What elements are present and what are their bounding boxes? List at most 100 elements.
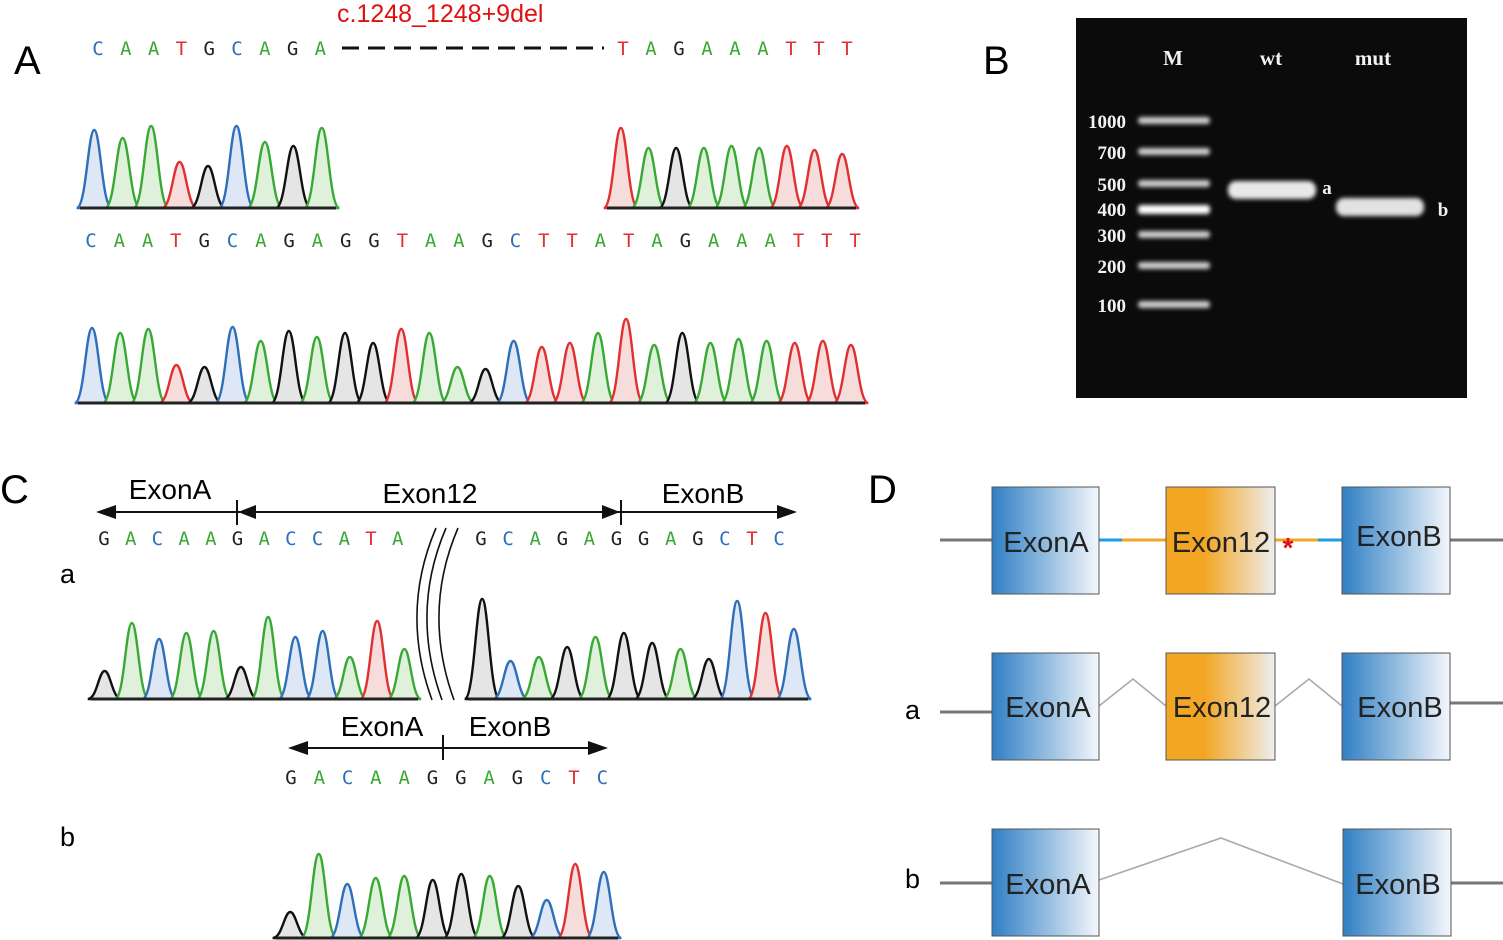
exon-a-box — [991, 486, 1100, 595]
band-wt — [1228, 181, 1316, 199]
chromatogram-peak — [158, 363, 195, 405]
chromatogram-peak — [305, 629, 341, 701]
chromatogram-peak — [73, 326, 111, 405]
base-letter: C — [227, 230, 238, 252]
base-letter: G — [611, 528, 622, 550]
base-letter: A — [595, 230, 607, 252]
base-letter: G — [98, 528, 109, 550]
panel-label-b: B — [983, 39, 1010, 83]
chromatogram-peak — [718, 599, 756, 701]
base-letter: T — [841, 38, 852, 60]
chromatogram-peak — [492, 659, 529, 701]
chromatogram-peak — [523, 345, 560, 405]
base-letter: A — [125, 528, 137, 550]
chromatogram-peak — [87, 669, 122, 701]
chromatogram-peak — [332, 655, 368, 701]
mutation-asterisk: * — [1283, 532, 1294, 563]
chromatogram-peak — [186, 365, 223, 405]
base-letter: A — [314, 767, 326, 789]
chromatogram-peak — [246, 140, 284, 210]
chromatogram-peak — [141, 637, 177, 701]
exon-b-label-bottom: ExonB — [469, 711, 552, 742]
ladder-size-label: 200 — [1098, 257, 1127, 278]
base-letter: G — [368, 230, 379, 252]
chromatogram-peak — [382, 327, 420, 405]
base-letter: G — [512, 767, 523, 789]
base-letter: A — [453, 230, 465, 252]
exon-a-box-b — [991, 828, 1100, 937]
base-letter: A — [708, 230, 720, 252]
base-letter: A — [736, 230, 748, 252]
base-letter: G — [285, 767, 296, 789]
chromatogram-peak — [467, 367, 504, 405]
base-letter: T — [566, 230, 577, 252]
base-letter: G — [680, 230, 691, 252]
chromatogram-peak — [690, 657, 727, 701]
base-letter: T — [813, 38, 824, 60]
chromatogram-peak — [129, 327, 167, 405]
base-letter: G — [283, 230, 294, 252]
base-letter: C — [285, 528, 296, 550]
chromatogram-peak — [275, 144, 312, 210]
chromatogram-peak — [579, 331, 617, 405]
base-letter: A — [205, 528, 217, 550]
ladder-band — [1138, 117, 1210, 124]
base-letter: A — [529, 528, 541, 550]
base-letter: C — [342, 767, 353, 789]
chromatogram-peak — [302, 126, 341, 210]
chromatogram-peak — [298, 335, 335, 405]
base-letter: C — [540, 767, 551, 789]
base-letter: T — [538, 230, 549, 252]
base-letter: G — [481, 230, 492, 252]
base-letter: C — [312, 528, 323, 550]
chromatogram-peak — [355, 341, 392, 405]
base-letter: T — [849, 230, 860, 252]
panel-label-d: D — [868, 468, 897, 512]
exon-12-label-top: Exon12 — [383, 478, 478, 509]
chromatogram-peak — [528, 898, 565, 940]
base-letter: G — [427, 767, 438, 789]
chromatogram-peak — [720, 337, 757, 405]
exon-b-box — [1341, 486, 1451, 595]
band-label-a: a — [1322, 178, 1332, 199]
chromatogram-peak — [607, 317, 645, 405]
base-letter: T — [821, 230, 832, 252]
chromatogram-peak — [796, 148, 833, 210]
base-letter: G — [287, 38, 298, 60]
chromatogram-peak — [299, 852, 338, 940]
band-mut — [1336, 198, 1424, 216]
chromatogram-peak — [357, 876, 395, 940]
chromatogram-peak — [168, 631, 204, 701]
base-letter: A — [398, 767, 410, 789]
chromatogram-peak — [658, 146, 694, 210]
exon-b-label: ExonB — [1356, 521, 1441, 553]
base-letter: A — [651, 230, 663, 252]
chromatogram-peak — [776, 341, 813, 405]
chromatogram-peak — [223, 665, 259, 701]
chromatogram-peak — [189, 164, 227, 210]
base-letter: C — [231, 38, 242, 60]
base-letter: A — [665, 528, 677, 550]
base-letter: G — [692, 528, 703, 550]
chromatogram-peak — [556, 862, 595, 940]
ladder-band — [1138, 262, 1210, 269]
base-letter: T — [176, 38, 187, 60]
exon-b-box-a — [1341, 652, 1451, 761]
base-letter: G — [557, 528, 568, 550]
panel-label-c: C — [0, 468, 29, 512]
base-letter: G — [638, 528, 649, 550]
chromatogram-peak — [585, 870, 623, 940]
row-label-b-d: b — [905, 864, 920, 894]
base-letter: A — [584, 528, 596, 550]
base-letter: A — [764, 230, 776, 252]
chromatogram-peak — [549, 645, 586, 701]
chromatogram-peak — [250, 615, 287, 701]
chromatogram-peak — [217, 124, 256, 210]
chromatogram-peak — [520, 655, 557, 701]
chromatogram-peak — [326, 331, 364, 405]
chromatogram-peak — [662, 647, 699, 701]
base-letter: A — [425, 230, 437, 252]
base-letter: G — [198, 230, 209, 252]
